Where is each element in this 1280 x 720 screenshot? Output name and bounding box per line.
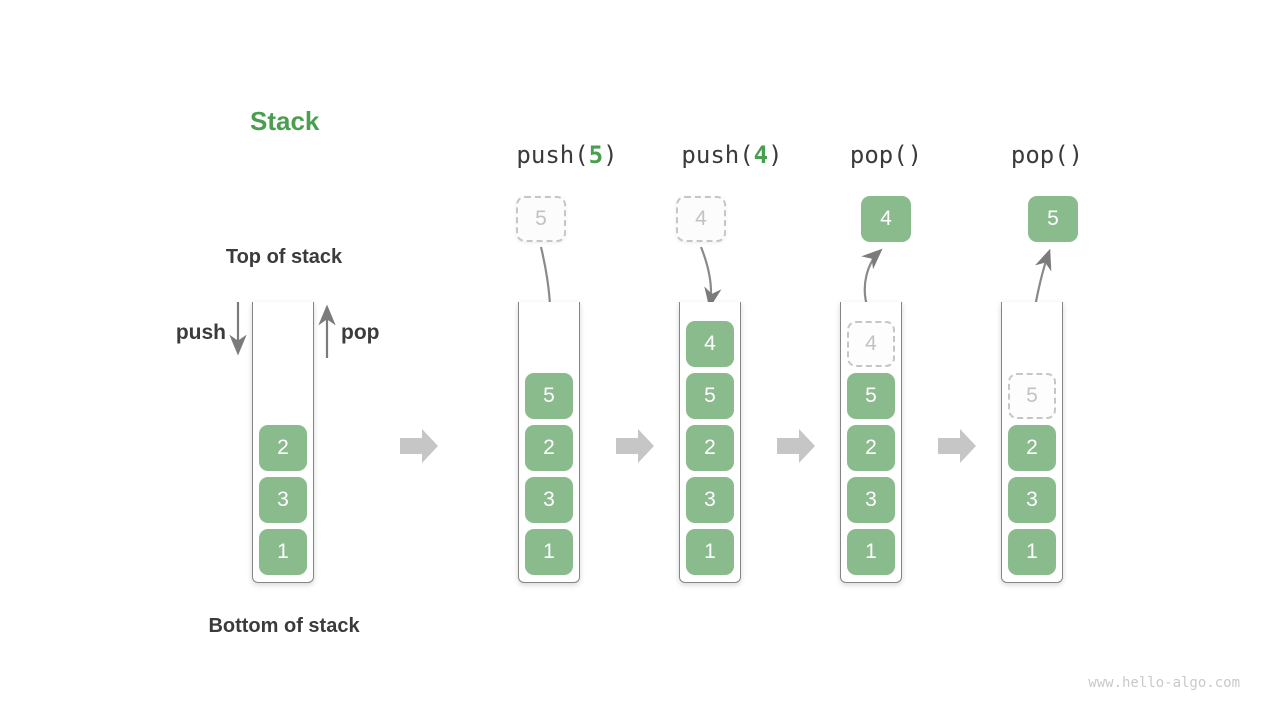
block-arrow-icon: [938, 429, 976, 463]
ghost-cell-4: 4: [847, 321, 895, 367]
stack-cell-1: 1: [686, 529, 734, 575]
operation-label-pop: pop(): [850, 141, 922, 169]
popped-value-box-5: 5: [1028, 196, 1078, 242]
pop-label: pop: [341, 321, 380, 344]
stack-cell-1: 1: [525, 529, 573, 575]
popped-value-box-4: 4: [861, 196, 911, 242]
stack-cell-2: 2: [847, 425, 895, 471]
operation-label-push5: push(5): [516, 141, 617, 169]
push-4-curve-arrow-icon: [699, 246, 722, 309]
stack-container-after-pop-4: 4 5 2 3 1: [840, 302, 902, 583]
stack-cell-3: 3: [686, 477, 734, 523]
stack-cell-1: 1: [1008, 529, 1056, 575]
operation-label-push4: push(4): [681, 141, 782, 169]
stack-cell-1: 1: [259, 529, 307, 575]
stack-cell-4: 4: [686, 321, 734, 367]
stack-cell-2: 2: [1008, 425, 1056, 471]
stack-cell-3: 3: [525, 477, 573, 523]
operation-text: ): [768, 141, 783, 169]
diagram-title: Stack: [250, 106, 320, 136]
operation-text: push(: [516, 141, 589, 169]
operation-label-pop: pop(): [1011, 141, 1083, 169]
watermark: www.hello-algo.com: [1088, 675, 1240, 691]
push-label: push: [175, 321, 226, 344]
stack-container-initial-stack: 2 3 1: [252, 302, 314, 583]
pop-4-curve-arrow-icon: [861, 248, 883, 310]
top-of-stack-label: Top of stack: [225, 246, 343, 268]
operation-text: push(: [681, 141, 754, 169]
stack-cell-2: 2: [259, 425, 307, 471]
stack-cell-5: 5: [686, 373, 734, 419]
bottom-of-stack-label: Bottom of stack: [208, 615, 360, 637]
pushed-value-box-4: 4: [676, 196, 726, 242]
stack-cell-3: 3: [259, 477, 307, 523]
stack-cell-3: 3: [847, 477, 895, 523]
stack-cell-3: 3: [1008, 477, 1056, 523]
operation-argument: 4: [753, 141, 769, 169]
stack-cell-5: 5: [847, 373, 895, 419]
stack-container-after-push-5: 5 2 3 1: [518, 302, 580, 583]
operation-text: ): [603, 141, 618, 169]
stack-cell-2: 2: [525, 425, 573, 471]
block-arrow-icon: [777, 429, 815, 463]
ghost-cell-5: 5: [1008, 373, 1056, 419]
stack-cell-5: 5: [525, 373, 573, 419]
operation-argument: 5: [588, 141, 604, 169]
stack-container-after-pop-5: 5 2 3 1: [1001, 302, 1063, 583]
block-arrow-icon: [400, 429, 438, 463]
pushed-value-box-5: 5: [516, 196, 566, 242]
stack-cell-2: 2: [686, 425, 734, 471]
operation-text: pop(): [849, 141, 923, 169]
block-arrow-icon: [616, 429, 654, 463]
operation-text: pop(): [1010, 141, 1084, 169]
stack-cell-1: 1: [847, 529, 895, 575]
stack-container-after-push-4: 4 5 2 3 1: [679, 302, 741, 583]
